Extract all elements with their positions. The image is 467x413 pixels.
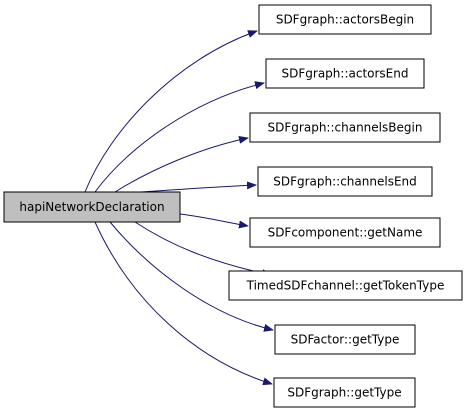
node-actors-end-label: SDFgraph::actorsEnd bbox=[282, 67, 409, 81]
node-get-name[interactable]: SDFcomponent::getName bbox=[249, 217, 441, 248]
edge-to-actor-get-type bbox=[109, 221, 274, 332]
edge-to-actors-begin bbox=[84, 30, 258, 193]
node-actors-end[interactable]: SDFgraph::actorsEnd bbox=[265, 58, 425, 89]
node-graph-get-type[interactable]: SDFgraph::getType bbox=[273, 377, 416, 408]
node-channels-begin-box bbox=[249, 112, 441, 143]
edges bbox=[84, 30, 274, 386]
node-channels-begin-label: SDFgraph::channelsBegin bbox=[268, 121, 423, 135]
root-node-box bbox=[3, 191, 181, 223]
node-actors-begin-box bbox=[258, 4, 432, 35]
root-node-label: hapiNetworkDeclaration bbox=[19, 200, 164, 214]
node-get-token-type-label: TimedSDFchannel::getTokenType bbox=[246, 279, 445, 293]
edge-to-get-token-type bbox=[134, 221, 272, 278]
node-actor-get-type[interactable]: SDFactor::getType bbox=[274, 324, 416, 355]
node-channels-begin[interactable]: SDFgraph::channelsBegin bbox=[249, 112, 441, 143]
node-get-name-box bbox=[249, 217, 441, 248]
edge-to-channels-begin bbox=[114, 135, 249, 193]
node-actors-begin[interactable]: SDFgraph::actorsBegin bbox=[258, 4, 432, 35]
node-get-token-type-box bbox=[228, 270, 463, 301]
node-get-token-type[interactable]: TimedSDFchannel::getTokenType bbox=[228, 270, 463, 301]
node-actor-get-type-label: SDFactor::getType bbox=[291, 333, 400, 347]
node-actors-end-box bbox=[265, 58, 425, 89]
node-channels-end-box bbox=[257, 166, 433, 197]
root-node[interactable]: hapiNetworkDeclaration bbox=[3, 191, 181, 223]
edge-to-actors-end bbox=[94, 81, 265, 193]
node-get-name-label: SDFcomponent::getName bbox=[268, 226, 423, 240]
edge-to-get-name bbox=[179, 213, 249, 229]
node-actors-begin-label: SDFgraph::actorsBegin bbox=[276, 13, 414, 27]
node-actor-get-type-box bbox=[274, 324, 416, 355]
node-channels-end[interactable]: SDFgraph::channelsEnd bbox=[257, 166, 433, 197]
edge-to-graph-get-type bbox=[94, 221, 273, 386]
node-channels-end-label: SDFgraph::channelsEnd bbox=[273, 175, 417, 189]
node-graph-get-type-box bbox=[273, 377, 416, 408]
node-graph-get-type-label: SDFgraph::getType bbox=[287, 386, 401, 400]
